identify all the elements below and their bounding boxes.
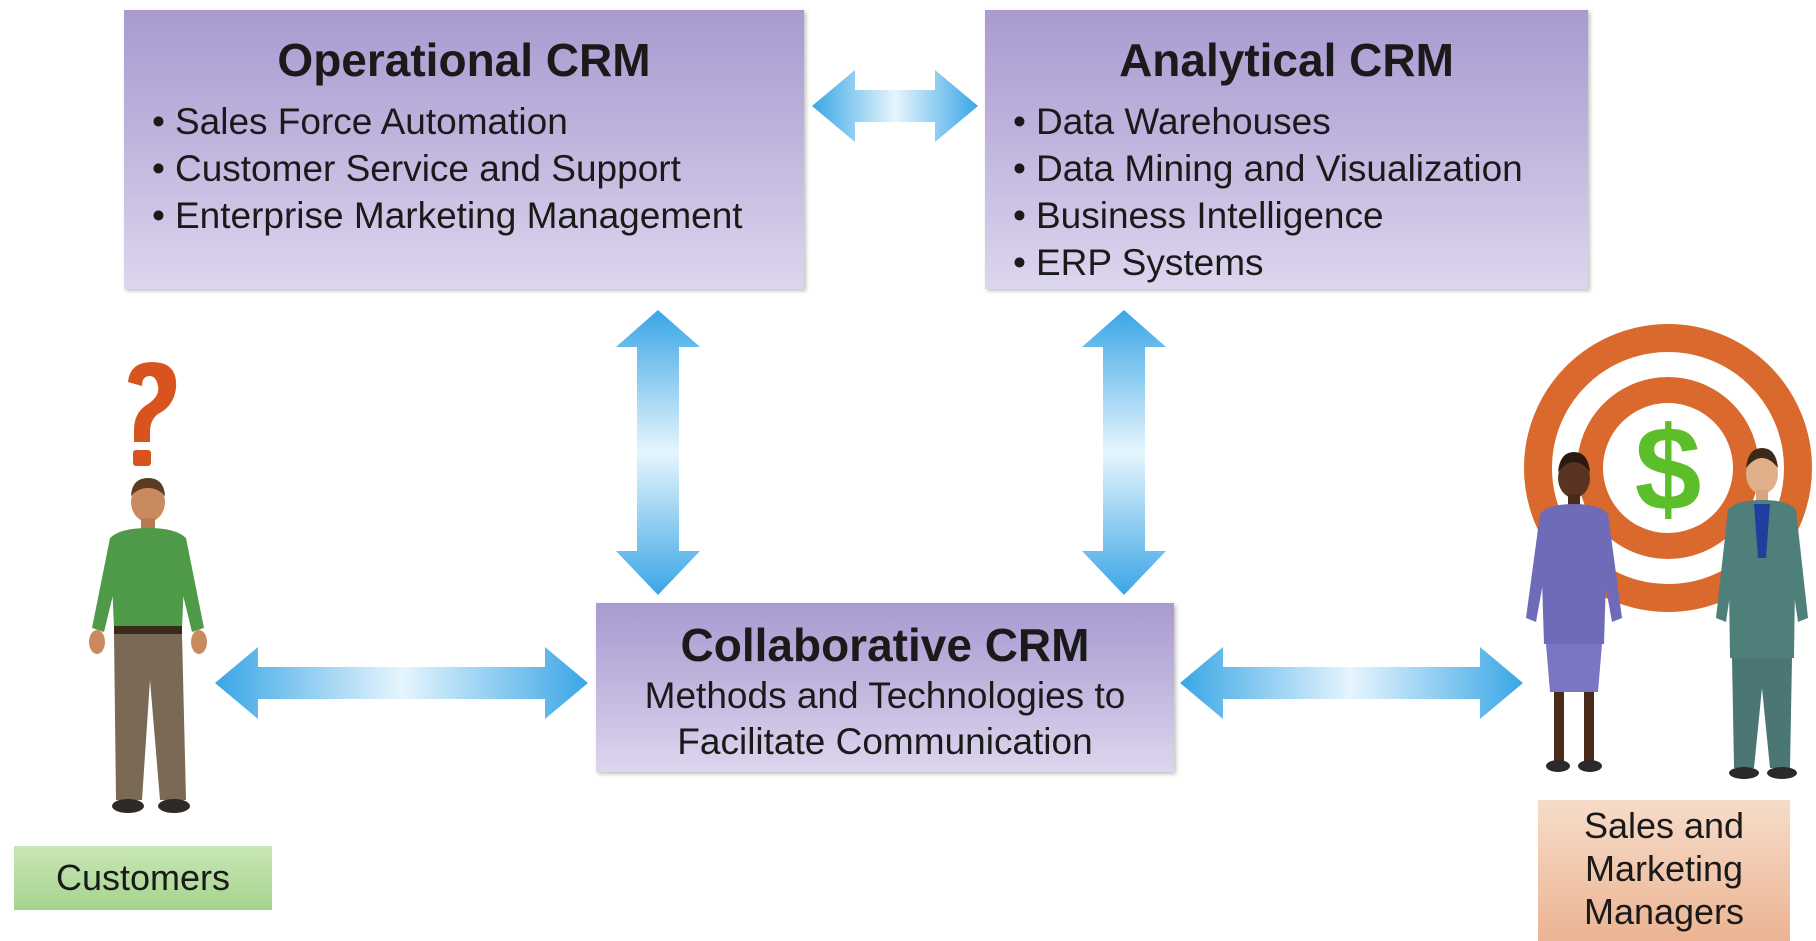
collaborative-crm-box: Collaborative CRM Methods and Technologi… xyxy=(596,603,1174,772)
managers-label-line1: Sales and xyxy=(1583,805,1745,846)
managers-label: Sales and Marketing Managers xyxy=(1538,800,1790,941)
arrow-collaborative-managers xyxy=(1180,647,1523,719)
list-item: Data Mining and Visualization xyxy=(1013,145,1588,192)
arrow-customers-collaborative xyxy=(215,647,588,719)
collaborative-crm-desc-line1: Methods and Technologies to xyxy=(644,675,1126,716)
arrow-analytical-collaborative xyxy=(1082,310,1166,595)
managers-figure: $ xyxy=(1524,324,1812,779)
list-item: Business Intelligence xyxy=(1013,192,1588,239)
managers-label-line3: Managers xyxy=(1583,891,1745,932)
analytical-crm-list: Data Warehouses Data Mining and Visualiz… xyxy=(1013,98,1588,286)
managers-label-line2: Marketing xyxy=(1584,848,1744,889)
man-manager xyxy=(1716,448,1808,779)
collaborative-crm-desc-line2: Facilitate Communication xyxy=(677,721,1093,762)
list-item: Sales Force Automation xyxy=(152,98,804,145)
arrow-operational-analytical xyxy=(812,70,978,142)
dollar-target-icon: $ xyxy=(1524,324,1812,612)
woman-manager xyxy=(1526,452,1622,772)
customers-label: Customers xyxy=(14,846,272,910)
analytical-crm-box: Analytical CRM Data Warehouses Data Mini… xyxy=(985,10,1588,289)
list-item: Data Warehouses xyxy=(1013,98,1588,145)
list-item: ERP Systems xyxy=(1013,239,1588,286)
operational-crm-list: Sales Force Automation Customer Service … xyxy=(152,98,804,239)
collaborative-crm-title: Collaborative CRM xyxy=(680,619,1090,671)
operational-crm-title: Operational CRM xyxy=(277,34,651,86)
svg-text:$: $ xyxy=(1635,402,1702,536)
customer-figure xyxy=(89,362,207,813)
list-item: Customer Service and Support xyxy=(152,145,804,192)
analytical-crm-title: Analytical CRM xyxy=(1119,34,1454,86)
question-mark-icon xyxy=(128,362,177,466)
operational-crm-box: Operational CRM Sales Force Automation C… xyxy=(124,10,804,289)
list-item: Enterprise Marketing Management xyxy=(152,192,804,239)
arrow-operational-collaborative xyxy=(616,310,700,595)
